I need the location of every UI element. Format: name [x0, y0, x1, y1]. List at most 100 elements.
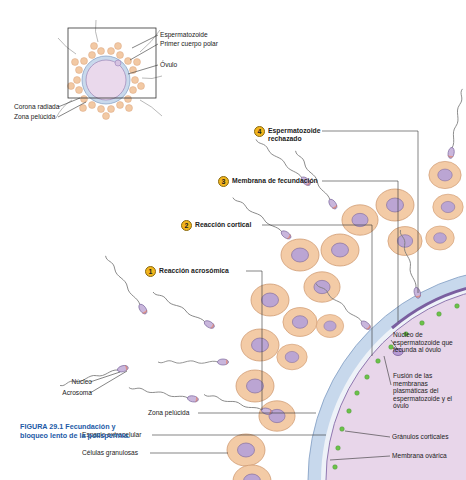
ovum-membrane [326, 286, 466, 480]
part-label: Óvulo [160, 61, 220, 69]
callout-node: 4Espermatozoide rechazado [254, 126, 330, 137]
sperm-cells [231, 195, 292, 240]
extracellular-space [321, 281, 466, 480]
granulosa-cells [304, 272, 340, 302]
corona-cell [68, 83, 75, 90]
corona-cell [68, 43, 145, 120]
corona-cell [89, 102, 96, 109]
callout-node: 2Reacción cortical [181, 220, 275, 231]
part-label: Zona pelúcida [148, 409, 200, 417]
part-label: Células granulosas [82, 449, 152, 457]
corona-cell [115, 43, 122, 50]
granulosa-cells [429, 161, 461, 188]
granulosa-cells [283, 308, 317, 337]
granulosa-cells [376, 189, 414, 221]
corona-cell [81, 58, 88, 65]
sperm-cells [158, 359, 229, 365]
part-label: Membrana ovárica [392, 452, 464, 460]
part-label: Núcleo [70, 378, 92, 386]
leader-line [322, 181, 398, 322]
sperm-cells [152, 289, 216, 329]
corona-cell [108, 106, 115, 113]
leader-line [130, 44, 158, 60]
corona-cell [98, 48, 105, 55]
callout-heading: Reacción acrosómica [159, 267, 259, 275]
corona-cell [138, 83, 145, 90]
sperm-cells [447, 88, 465, 158]
part-label: Fusión de las membranas plasmáticas del … [393, 372, 457, 410]
corona-cell [76, 67, 83, 74]
granulosa-cells [227, 161, 463, 480]
granulosa-cells [227, 434, 265, 466]
callout-heading: Reacción cortical [195, 221, 275, 229]
cortical-granule [420, 321, 425, 326]
granulosa-cells [321, 234, 359, 266]
leader-line [152, 435, 326, 436]
leader-line [384, 356, 391, 385]
leader-line [262, 225, 372, 356]
granulosa-cells [433, 194, 463, 220]
corona-cell [108, 48, 115, 55]
corona-cell [126, 105, 133, 112]
leader-line [58, 98, 80, 107]
cortical-granule [336, 446, 341, 451]
corona-cell [74, 77, 81, 84]
zoom-box [68, 28, 156, 98]
corona-cell [76, 87, 83, 94]
corona-cell [130, 87, 137, 94]
corona-cell [132, 77, 139, 84]
cortical-granule [355, 391, 360, 396]
granulosa-cells [426, 226, 455, 250]
callout-number: 2 [181, 220, 192, 231]
part-label: Zona pelúcida [14, 113, 60, 121]
cortical-granule [437, 312, 442, 317]
corona-cell [91, 43, 98, 50]
polar-body [115, 60, 121, 66]
part-label: Núcleo de espermatozoide que fecunda al … [393, 331, 453, 354]
corona-cell [117, 52, 124, 59]
corona-cell [103, 113, 110, 120]
corona-cell [81, 96, 88, 103]
cortical-granule [376, 359, 381, 364]
leader-line [150, 453, 228, 454]
sperm-cells [203, 392, 273, 416]
sperm-cells [59, 88, 465, 415]
sperm-cells [314, 281, 372, 331]
part-label: Espermatozoide [160, 31, 240, 39]
granulosa-cells [233, 465, 271, 480]
leader-line [322, 131, 418, 293]
callout-heading: Membrana de fecundación [232, 177, 332, 185]
overview-egg [56, 20, 162, 120]
granulosa-cells [316, 314, 343, 337]
callout-heading: Espermatozoide rechazado [268, 127, 330, 143]
cortical-granule [389, 345, 394, 350]
callout-number: 4 [254, 126, 265, 137]
leader-line [246, 271, 262, 410]
part-label: Gránulos corticales [392, 433, 464, 441]
part-label: Corona radiada [14, 103, 60, 111]
granulosa-cells [277, 344, 307, 370]
corona-cell [117, 102, 124, 109]
part-label: Acrosoma [58, 389, 92, 397]
callout-node: 1Reacción acrosómica [145, 266, 259, 277]
corona-cell [80, 105, 87, 112]
granulosa-cells [281, 239, 319, 271]
fertilization-membrane [392, 283, 466, 328]
sperm-cells [128, 385, 198, 403]
granulosa-cells [236, 370, 274, 402]
callout-number: 1 [145, 266, 156, 277]
leader-line [90, 372, 120, 382]
zona-ring [82, 56, 130, 104]
cortical-granule [365, 375, 370, 380]
granulosa-cells [259, 401, 295, 431]
leader-line [330, 456, 390, 460]
corona-cell [125, 58, 132, 65]
corona-cell [125, 96, 132, 103]
sperm-tail [58, 38, 76, 54]
corona-cell [98, 106, 105, 113]
sperm-tail [56, 20, 162, 118]
sperm-tail [140, 100, 162, 116]
leader-line [58, 102, 86, 117]
part-label: Primer cuerpo polar [160, 40, 240, 48]
ovum [86, 60, 126, 100]
